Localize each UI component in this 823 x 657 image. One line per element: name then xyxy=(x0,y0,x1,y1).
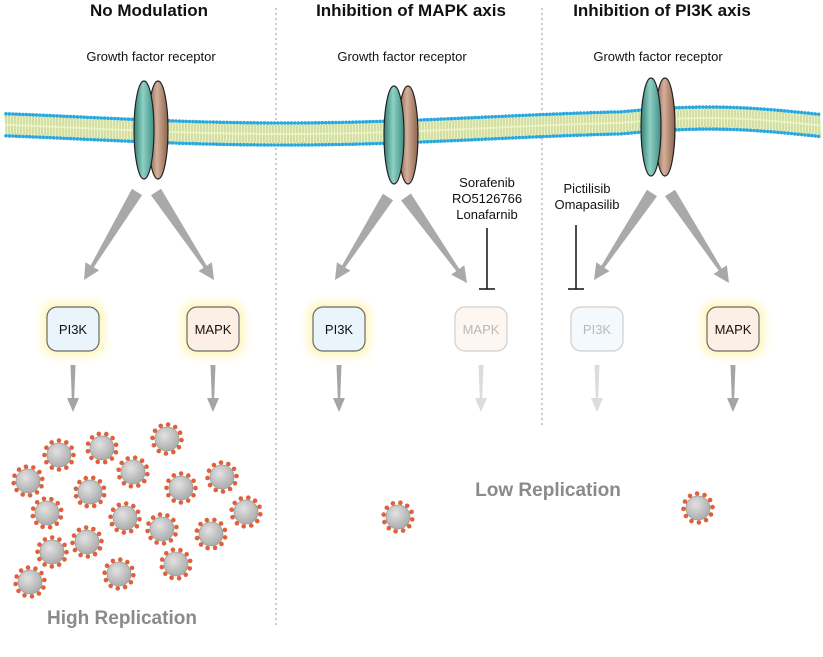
receptor-label-3: Growth factor receptor xyxy=(593,49,723,64)
growth-factor-receptor-1 xyxy=(133,80,169,180)
mapk-inhibition-bar xyxy=(479,228,495,290)
mapk-inhibitor-1: Sorafenib xyxy=(459,175,515,190)
virus-particle xyxy=(42,438,76,472)
virus-particle xyxy=(681,491,715,525)
growth-factor-receptor-3 xyxy=(640,77,676,177)
panel-title-no-modulation: No Modulation xyxy=(90,1,208,20)
mapk-label-1: MAPK xyxy=(195,322,232,337)
arrow-mapk1-down xyxy=(207,365,219,412)
growth-factor-receptor-2 xyxy=(383,85,419,185)
pi3k-inhibitor-1: Pictilisib xyxy=(564,181,611,196)
virus-particle xyxy=(30,496,64,530)
virus-particle xyxy=(150,422,184,456)
arrow-pi3k1-down xyxy=(67,365,79,412)
pi3k-label-2: PI3K xyxy=(325,322,354,337)
mapk-label-2: MAPK xyxy=(463,322,500,337)
pi3k-node-3-inhibited: PI3K xyxy=(570,306,624,352)
arrow-mapk3-down xyxy=(727,365,739,412)
signaling-arrows xyxy=(84,188,729,283)
virus-particle xyxy=(108,501,142,535)
virus-particle xyxy=(85,431,119,465)
virus-particle xyxy=(13,565,47,599)
receptor-label-2: Growth factor receptor xyxy=(337,49,467,64)
virus-particle xyxy=(35,535,69,569)
arrow-receptor2-to-mapk xyxy=(401,193,467,283)
pi3k-node-2: PI3K xyxy=(309,303,369,355)
arrow-pi3k3-down xyxy=(591,365,603,412)
virus-particle xyxy=(102,557,136,591)
mapk-node-3: MAPK xyxy=(703,303,763,355)
pi3k-node-1: PI3K xyxy=(43,303,103,355)
low-replication-label: Low Replication xyxy=(475,480,621,501)
virus-particle xyxy=(381,500,415,534)
arrow-receptor1-to-pi3k xyxy=(84,188,143,280)
downstream-arrows xyxy=(67,365,739,412)
panel-title-mapk-inhibition: Inhibition of MAPK axis xyxy=(316,1,506,20)
virus-particle xyxy=(205,460,239,494)
virus-particles xyxy=(11,422,715,599)
pi3k-inhibition-bar xyxy=(568,225,584,290)
arrow-pi3k2-down xyxy=(333,365,345,412)
pi3k-inhibitor-2: Omapasilib xyxy=(554,197,619,212)
panel-title-pi3k-inhibition: Inhibition of PI3K axis xyxy=(573,1,751,20)
virus-particle xyxy=(159,547,193,581)
virus-particle xyxy=(116,455,150,489)
virus-particle xyxy=(164,471,198,505)
mapk-inhibitor-3: Lonafarnib xyxy=(456,207,517,222)
mapk-node-1: MAPK xyxy=(183,303,243,355)
virus-particle xyxy=(70,525,104,559)
virus-particle xyxy=(145,512,179,546)
arrow-mapk2-down xyxy=(475,365,487,412)
pi3k-label-1: PI3K xyxy=(59,322,88,337)
arrow-receptor3-to-pi3k xyxy=(594,189,657,280)
arrow-receptor1-to-mapk xyxy=(151,188,214,280)
virus-particle xyxy=(229,495,263,529)
virus-particle xyxy=(11,464,45,498)
virus-particle xyxy=(73,475,107,509)
arrow-receptor2-to-pi3k xyxy=(335,193,394,280)
high-replication-label: High Replication xyxy=(47,608,197,629)
mapk-inhibitor-2: RO5126766 xyxy=(452,191,522,206)
mapk-node-2-inhibited: MAPK xyxy=(454,306,508,352)
mapk-label-3: MAPK xyxy=(715,322,752,337)
receptor-label-1: Growth factor receptor xyxy=(86,49,216,64)
arrow-receptor3-to-mapk xyxy=(665,189,729,283)
pi3k-label-3: PI3K xyxy=(583,322,612,337)
virus-particle xyxy=(194,517,228,551)
